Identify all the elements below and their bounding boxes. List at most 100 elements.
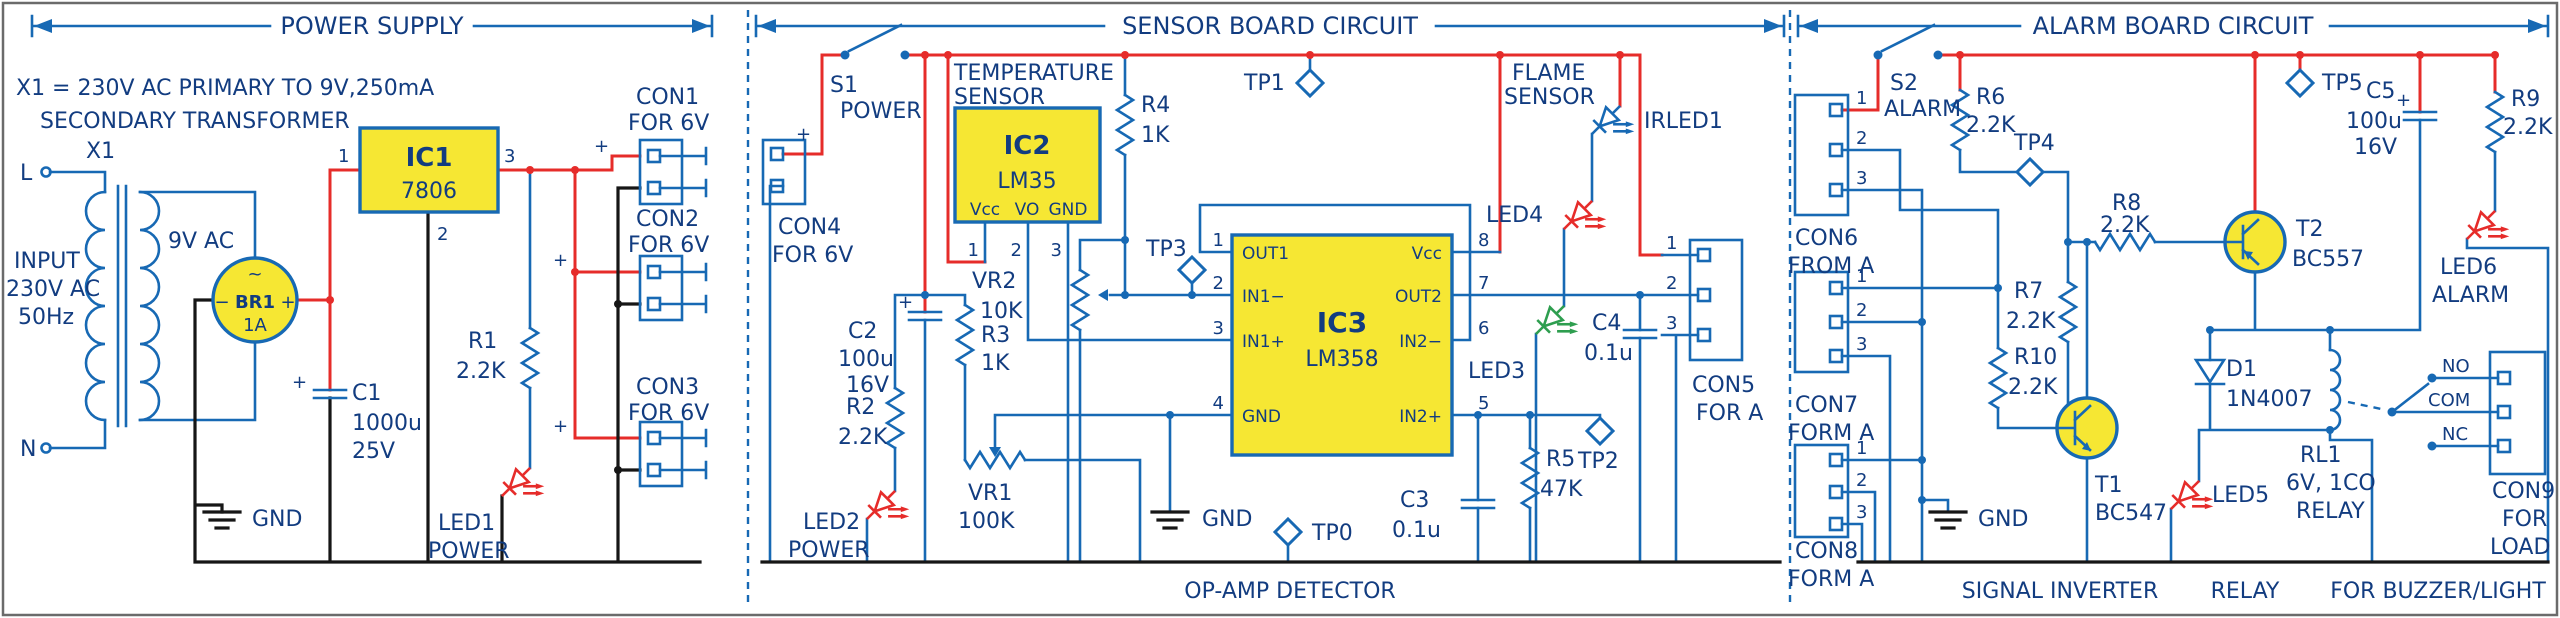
- c4-label: C4: [1592, 311, 1621, 336]
- header-alarm: ALARM BOARD CIRCUIT: [1796, 12, 2550, 40]
- con8-pin2: 2: [1856, 470, 1867, 491]
- c5-plus-mark: +: [2396, 90, 2411, 111]
- switch-s2-icon: [1873, 50, 1883, 60]
- con4-function: FOR 6V: [772, 243, 853, 268]
- ic1-pin1: 1: [338, 146, 349, 167]
- header-sensor: SENSOR BOARD CIRCUIT: [754, 12, 1786, 40]
- con9-function-2: LOAD: [2490, 535, 2550, 560]
- sensor-red-wires: [781, 53, 1664, 314]
- ic2-pin3: 3: [1051, 240, 1062, 261]
- vr1-label: VR1: [968, 481, 1012, 506]
- line-terminal-label: L: [20, 161, 33, 186]
- br1-value: 1A: [243, 315, 267, 336]
- led1-label: LED1: [438, 511, 495, 536]
- con5-pin3: 3: [1666, 313, 1677, 334]
- power-red-wires: [295, 154, 642, 440]
- t1-label: T1: [2094, 473, 2122, 498]
- r9-label: R9: [2511, 87, 2540, 112]
- power-ground-icon: [202, 510, 242, 530]
- con1-label: CON1: [636, 85, 699, 110]
- con5-pin2: 2: [1666, 273, 1677, 294]
- ic2-pin1: 1: [968, 240, 979, 261]
- connector-con3: [638, 420, 684, 488]
- connector-con7: [1793, 270, 1850, 374]
- r8-label: R8: [2112, 191, 2141, 216]
- t2-label: T2: [2295, 217, 2323, 242]
- sensor-gnd-label: GND: [1202, 507, 1252, 532]
- ic1-pin3: 3: [504, 146, 515, 167]
- power-black-wires: [193, 186, 702, 564]
- temp-sensor-caption-2: SENSOR: [954, 85, 1045, 110]
- r1-value: 2.2K: [456, 359, 506, 384]
- con7-pin2: 2: [1856, 300, 1867, 321]
- flame-sensor-caption-2: SENSOR: [1504, 85, 1595, 110]
- r6-value: 2.2K: [1966, 113, 2016, 138]
- led3-label: LED3: [1468, 359, 1525, 384]
- con8-label: CON8: [1795, 539, 1858, 564]
- vr2-wiper-arrow-icon: [1098, 289, 1108, 301]
- c2-label: C2: [848, 319, 877, 344]
- con9-function-1: FOR: [2502, 507, 2547, 532]
- testpoint-tp0-icon: [1273, 517, 1303, 547]
- power-note-line1: X1 = 230V AC PRIMARY TO 9V,250mA: [16, 76, 434, 101]
- opamp-ic3: [1230, 233, 1454, 457]
- led5-label: LED5: [2212, 483, 2269, 508]
- con1-plus-mark: +: [594, 136, 609, 157]
- con7-pin3: 3: [1856, 334, 1867, 355]
- led2-label: LED2: [803, 510, 860, 535]
- r7-value: 2.2K: [2006, 309, 2056, 334]
- testpoint-tp2-icon: [1585, 416, 1615, 446]
- r6-label: R6: [1976, 85, 2005, 110]
- flame-sensor-caption-1: FLAME: [1512, 61, 1585, 86]
- c5-value2: 16V: [2354, 135, 2397, 160]
- vr2-label: VR2: [972, 269, 1016, 294]
- switch-s1-icon: [840, 50, 850, 60]
- vr1-wiper-arrow-icon: [989, 447, 1001, 457]
- terminal-l-icon: [40, 166, 52, 178]
- r4-value: 1K: [1141, 123, 1170, 148]
- con6-pin2: 2: [1856, 128, 1867, 149]
- ic2-vcc-pin: Vcc: [970, 200, 1000, 220]
- br1-minus-mark: −: [214, 292, 229, 313]
- transistor-t2: [2223, 210, 2287, 274]
- neutral-terminal-label: N: [20, 437, 36, 462]
- ic3-label: IC3: [1317, 306, 1367, 339]
- tp2-label: TP2: [1577, 449, 1619, 474]
- alarm-caption-inverter: SIGNAL INVERTER: [1962, 579, 2158, 604]
- section-alarm-board: S2 ALARM 1 2 3 CON6 FROM A R6 2.2K TP4 R…: [1788, 23, 2555, 604]
- irled1-label: IRLED1: [1644, 109, 1723, 134]
- br1-ac-mark: ~: [247, 264, 262, 285]
- alarm-section-title: ALARM BOARD CIRCUIT: [2033, 12, 2314, 40]
- s2-function: ALARM: [1884, 97, 1961, 122]
- testpoint-tp5-icon: [2285, 68, 2315, 98]
- c2-plus-mark: +: [898, 292, 913, 313]
- r4-label: R4: [1141, 93, 1170, 118]
- capacitor-c3-icon: [1460, 498, 1496, 510]
- con3-function: FOR 6V: [628, 401, 709, 426]
- led4-icon: [1556, 193, 1614, 251]
- bridge-rectifier-br1: [211, 256, 299, 344]
- temp-sensor-ic2: [953, 106, 1102, 224]
- c5-value1: 100u: [2346, 109, 2402, 134]
- input-label-2: 230V AC: [6, 277, 100, 302]
- transformer-label: X1: [86, 139, 115, 164]
- led3-icon: [1528, 298, 1586, 356]
- r3-value: 1K: [981, 351, 1010, 376]
- ic3-gnd-pin: GND: [1242, 407, 1281, 427]
- con7-label: CON7: [1795, 393, 1858, 418]
- diode-d1-icon: [2193, 358, 2227, 386]
- relay-no-label: NO: [2442, 356, 2470, 377]
- con2-function: FOR 6V: [628, 233, 709, 258]
- ic3-pin7: 7: [1478, 273, 1489, 294]
- c2-value1: 100u: [838, 347, 894, 372]
- con8-pin3: 3: [1856, 502, 1867, 523]
- led1-icon: [494, 460, 552, 518]
- led5-icon: [2163, 473, 2221, 531]
- con5-function: FOR A: [1696, 401, 1763, 426]
- ic1-value: 7806: [401, 179, 457, 204]
- c1-value1: 1000u: [352, 411, 422, 436]
- c2-value2: 16V: [846, 373, 889, 398]
- capacitor-c5-icon: [2402, 110, 2438, 122]
- input-label-3: 50Hz: [18, 305, 74, 330]
